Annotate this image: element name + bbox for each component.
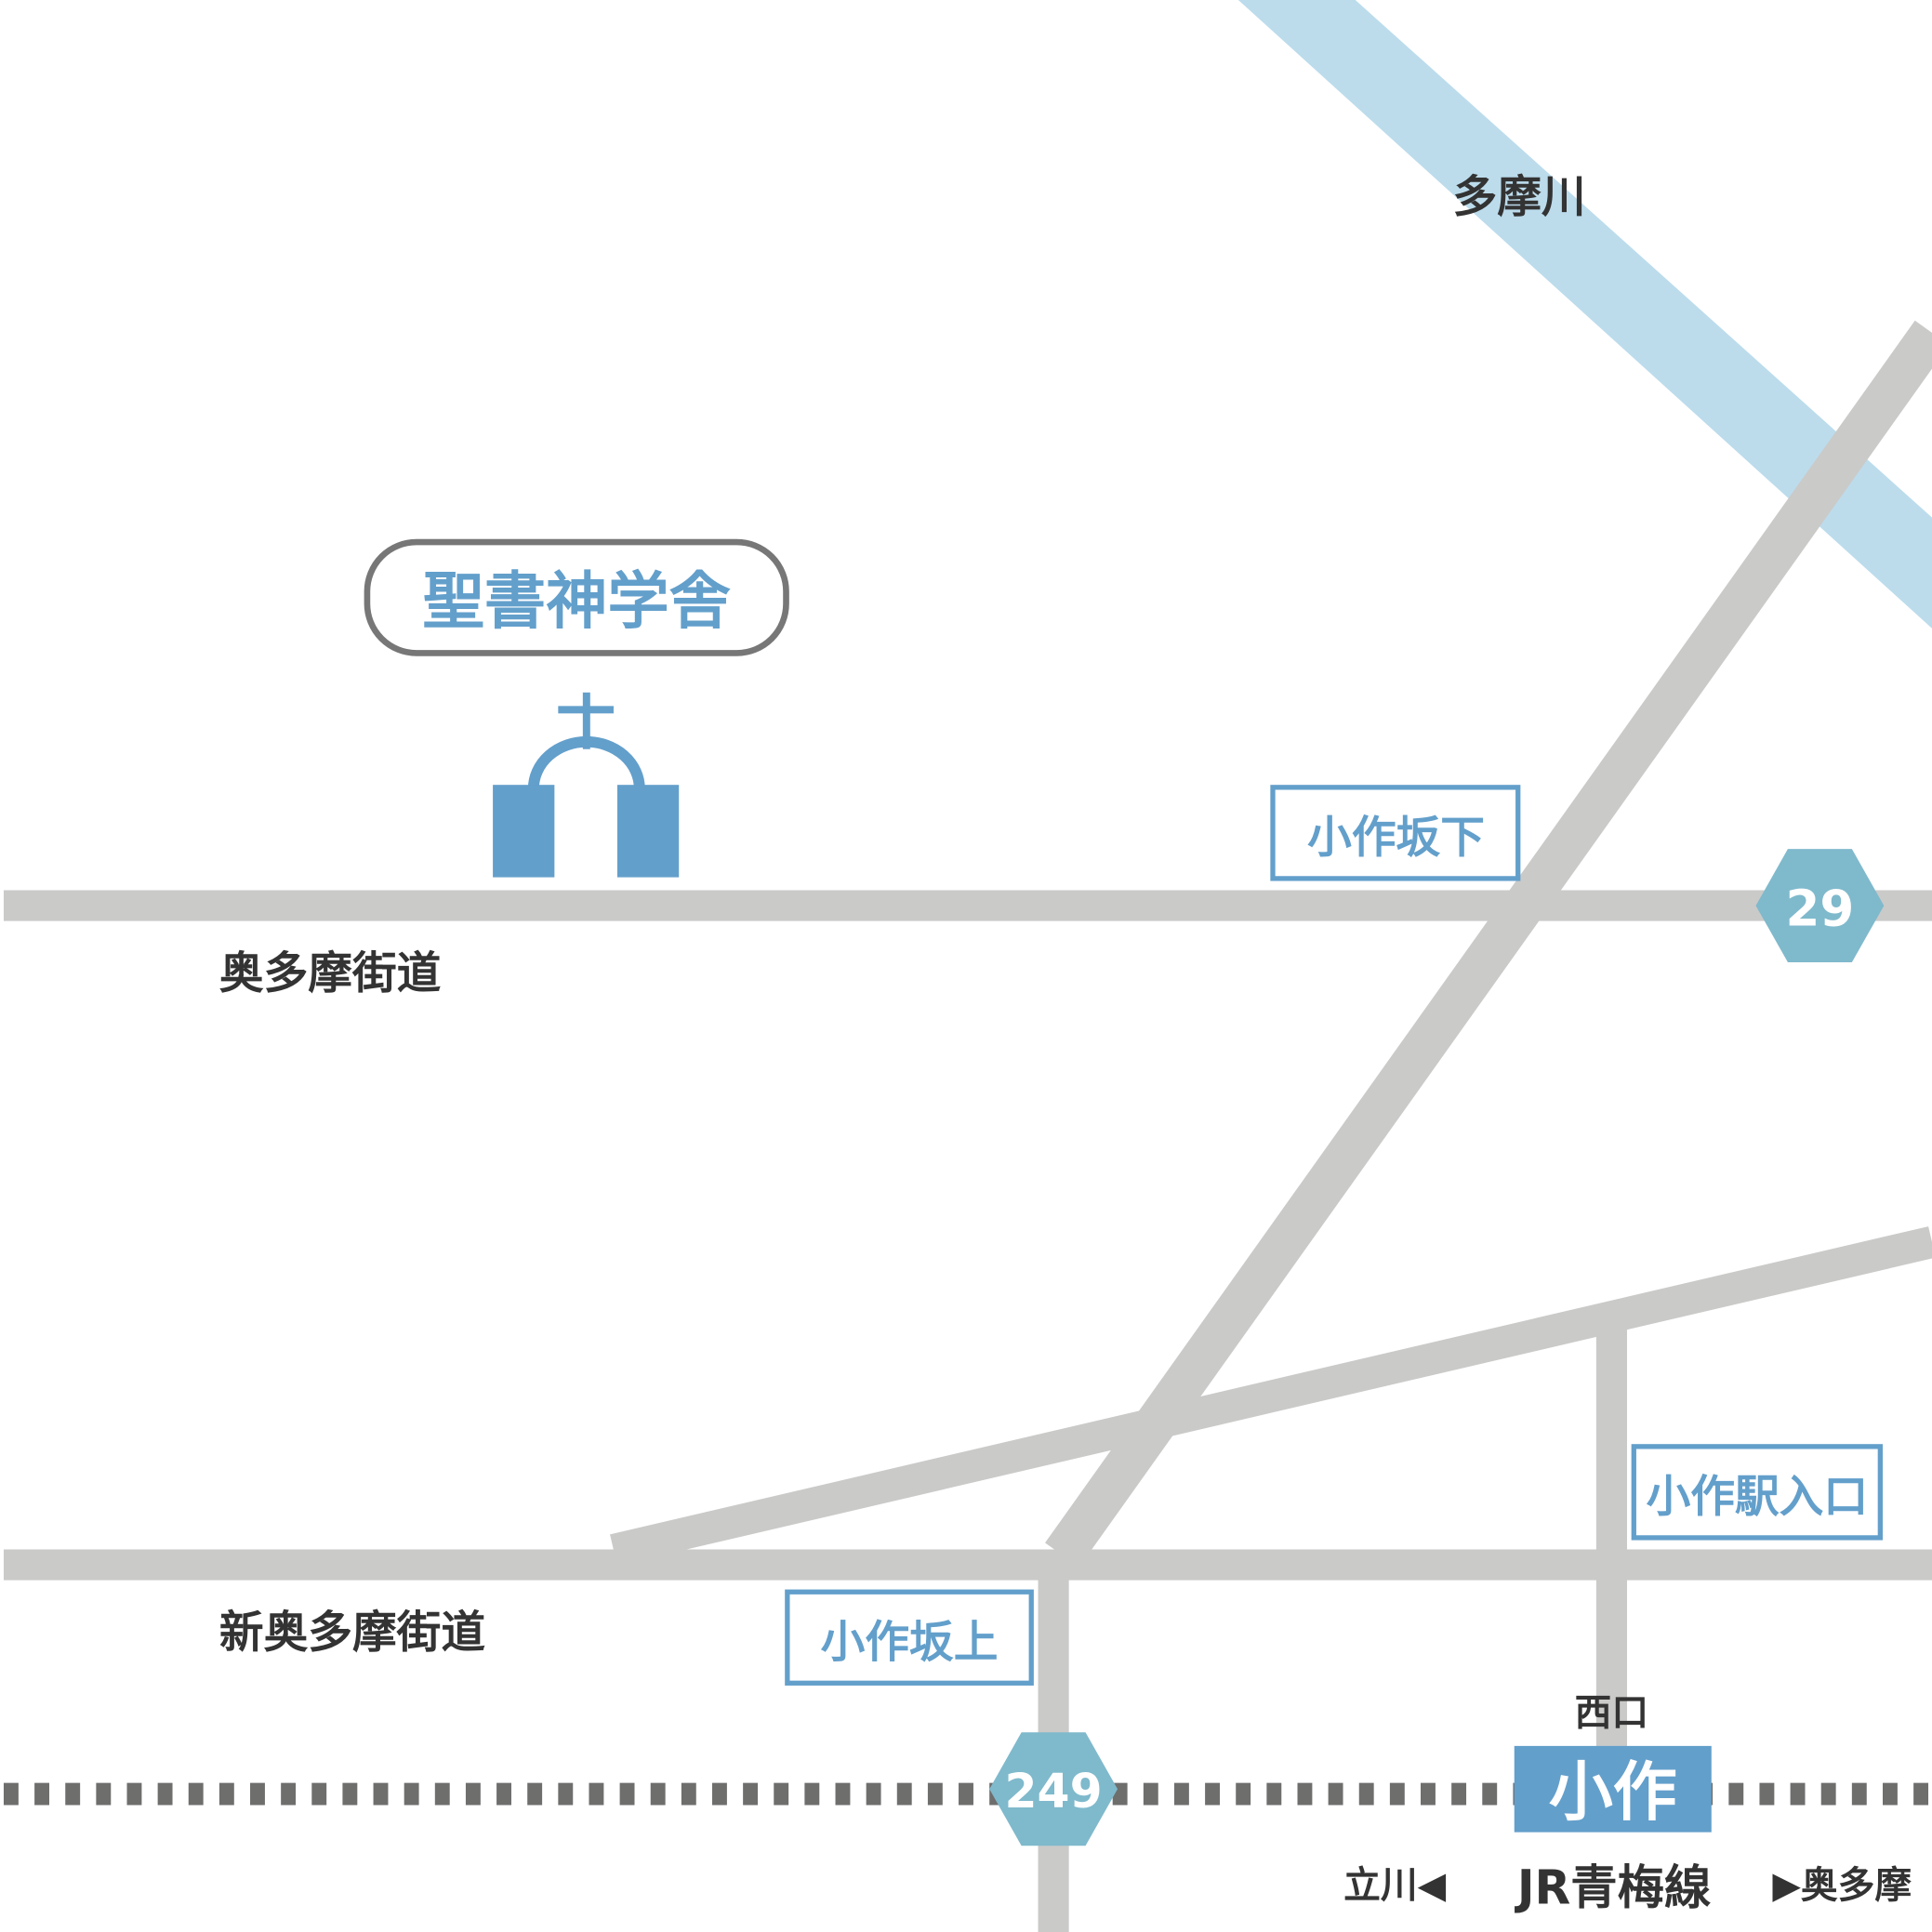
road-diagonal-east [610,1226,1932,1566]
ozakuue-label: 小作坂上 [821,1617,999,1668]
direction-okutama: ▶奥多摩 [1772,1864,1912,1907]
station-name: 小作 [1549,1755,1677,1830]
station-exit-label: 西口 [1575,1691,1649,1734]
river-label: 多摩川 [1453,172,1586,223]
ozakushita-label: 小作坂下 [1307,813,1485,864]
route-249-sign: 249 [989,1732,1118,1846]
direction-tachikawa: 立川◀ [1343,1864,1447,1907]
ozakushita-box [1270,785,1521,881]
line-name: JR青梅線 [1515,1860,1712,1915]
station-box[interactable]: 小作 [1514,1745,1712,1833]
landmark-name: 聖書神学舎 [423,564,732,637]
ozakueki-iriguchi-label: 小作駅入口 [1647,1472,1868,1523]
ozakueki-iriguchi-box [1631,1444,1883,1541]
tama-river [1237,0,1932,629]
landmark-name-box[interactable]: 聖書神学舎 [364,538,789,656]
shin-okutama-kaido-label: 新奥多摩街道 [219,1608,485,1659]
okutama-kaido-label: 奥多摩街道 [219,948,442,999]
church-icon [493,692,680,878]
route-29-sign: 29 [1755,849,1885,963]
road-diagonal [1045,320,1932,1568]
route-29-label: 29 [1786,880,1855,937]
route-249-label: 249 [1005,1764,1103,1819]
ozakuue-box [785,1589,1034,1686]
